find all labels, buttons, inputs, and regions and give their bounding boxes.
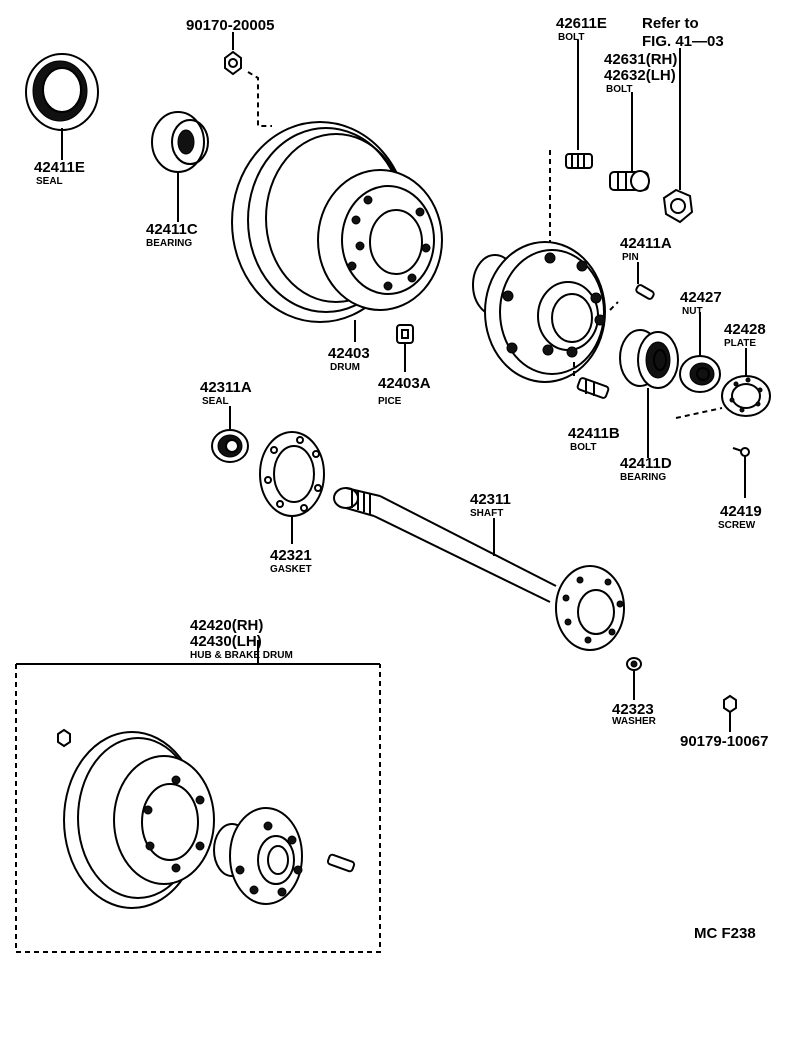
part-name-screw: SCREW (718, 520, 756, 531)
part-name-drum: DRUM (330, 362, 360, 373)
nut-90170-part (224, 32, 272, 127)
part-name-gasket: GASKET (270, 564, 312, 575)
assembly-box (15, 640, 381, 953)
part-name-bolt-42611e: BOLT (558, 32, 584, 43)
part-number-42411c: 42411C (146, 221, 198, 238)
part-number-42403: 42403 (328, 345, 370, 362)
part-number-42411b: 42411B (568, 425, 620, 442)
part-name-seal-42311a: SEAL (202, 396, 229, 407)
part-number-42411e: 42411E (34, 159, 85, 176)
drum-42403-part (231, 121, 443, 342)
part-number-42411a: 42411A (620, 235, 672, 252)
part-number-42632-lh: 42632(LH) (604, 67, 676, 84)
part-number-42611e: 42611E (556, 15, 607, 32)
part-number-42419: 42419 (720, 503, 762, 520)
plate-42428-part (675, 348, 771, 419)
part-number-42403a: 42403A (378, 375, 431, 392)
part-name-nut: NUT (682, 306, 703, 317)
nut-reference-part (662, 48, 694, 224)
bolt-42611e-part (549, 40, 593, 250)
assembly-drum-part (57, 728, 215, 909)
part-name-seal: SEAL (36, 176, 63, 187)
part-name-bearing: BEARING (146, 238, 192, 249)
seal-42411e-part (25, 53, 99, 160)
reference-line2: FIG. 41—03 (642, 33, 724, 50)
part-number-42311a: 42311A (200, 379, 252, 396)
part-number-42323: 42323 (612, 701, 654, 718)
part-number-42631-rh: 42631(RH) (604, 51, 677, 68)
part-name-pin: PIN (622, 252, 639, 263)
part-name-shaft: SHAFT (470, 508, 503, 519)
diagram-code: MC F238 (694, 925, 756, 942)
bolt-42411b-part (573, 362, 610, 399)
part-name-bearing-42411d: BEARING (620, 472, 666, 483)
bearing-42411d-part (619, 329, 679, 458)
gasket-42321-part (259, 431, 325, 544)
part-name-washer: WASHER (612, 716, 657, 727)
assembly-hub-part (213, 807, 356, 905)
pice-42403a-part (396, 324, 414, 372)
part-number-42311: 42311 (470, 491, 511, 508)
seal-42311a-part (211, 406, 249, 463)
screw-42419-part (732, 447, 750, 498)
nut-42427-part (679, 312, 721, 393)
bolt-42631-part (609, 92, 650, 192)
nut-90179-part (723, 694, 737, 732)
part-name-pice: PICE (378, 396, 402, 407)
part-name-bolt-42631: BOLT (606, 84, 632, 95)
reference-line1: Refer to (642, 15, 699, 32)
part-number-42427: 42427 (680, 289, 722, 306)
washer-42323-part (626, 657, 642, 700)
part-number-42411d: 42411D (620, 455, 672, 472)
part-number-42321: 42321 (270, 547, 312, 564)
part-number-42430-lh: 42430(LH) (190, 633, 262, 650)
part-name-bolt-42411b: BOLT (570, 442, 596, 453)
part-name-hub-brake-drum: HUB & BRAKE DRUM (190, 650, 293, 661)
part-name-plate: PLATE (724, 338, 756, 349)
bearing-42411c-part (151, 111, 209, 222)
shaft-42311-part (333, 487, 625, 651)
pin-42411a-part (609, 262, 655, 311)
hub-part (472, 241, 606, 383)
part-number-90179-10067: 90179-10067 (680, 733, 768, 750)
part-number-42428: 42428 (724, 321, 766, 338)
part-number-42420-rh: 42420(RH) (190, 617, 263, 634)
part-number-90170-20005: 90170-20005 (186, 17, 274, 34)
